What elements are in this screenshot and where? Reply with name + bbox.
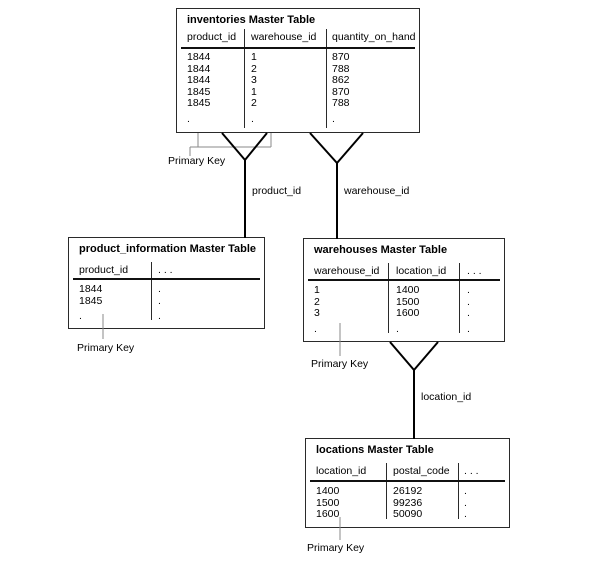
table-cell: 1500 <box>396 295 420 308</box>
table-cell-ellipsis: . <box>396 322 399 335</box>
warehouses-warehouse-id-column: 1 2 3 . <box>314 284 320 335</box>
table-cell-ellipsis: . <box>158 310 161 323</box>
table-cell-ellipsis: . <box>251 112 254 125</box>
product-id-foreign-key-label: product_id <box>252 185 302 197</box>
locations-postal-code-column: 26192 99236 50090 <box>393 485 423 521</box>
table-cell-ellipsis: . <box>464 485 467 497</box>
inventories-primary-key-label: Primary Key <box>168 155 226 167</box>
table-cell: 1845 <box>187 97 211 110</box>
product-information-other-column: . . . <box>158 283 161 323</box>
column-divider <box>244 29 245 128</box>
table-cell: 862 <box>332 74 350 87</box>
table-cell: 1845 <box>187 85 211 98</box>
table-cell: 1844 <box>187 74 211 87</box>
locations-other-column: . . . <box>464 485 467 521</box>
table-cell: 2 <box>314 295 320 308</box>
header-rule <box>181 47 415 49</box>
table-cell: 1600 <box>396 307 420 320</box>
warehouses-table-title: warehouses Master Table <box>314 244 448 256</box>
warehouses-column-header-ellipsis: . . . <box>467 265 482 277</box>
table-cell-ellipsis: . <box>314 322 317 335</box>
column-divider <box>386 463 387 519</box>
table-cell: 1400 <box>396 284 420 296</box>
warehouses-locations-crowfoot-icon <box>389 341 439 372</box>
inventories-table: inventories Master Table product_id ware… <box>176 8 420 133</box>
table-cell: 2 <box>251 97 257 110</box>
inventories-warehouses-crowfoot-icon <box>309 132 364 165</box>
table-cell-ellipsis: . <box>467 307 470 320</box>
locations-table-title: locations Master Table <box>316 444 434 456</box>
table-cell-ellipsis: . <box>467 295 470 308</box>
locations-column-header-ellipsis: . . . <box>464 465 479 477</box>
table-cell: 1 <box>251 85 257 98</box>
header-rule <box>73 278 260 280</box>
warehouses-table: warehouses Master Table warehouse_id loc… <box>303 238 505 342</box>
table-cell: 2 <box>251 62 257 75</box>
inventories-column-header-product-id: product_id <box>187 31 237 43</box>
table-cell: 50090 <box>393 508 423 521</box>
inventories-column-header-quantity-on-hand: quantity_on_hand <box>332 31 416 43</box>
product-information-product-id-column: 1844 1845 . <box>79 283 103 323</box>
table-cell-ellipsis: . <box>467 284 470 296</box>
warehouses-column-header-warehouse-id: warehouse_id <box>314 265 380 277</box>
warehouses-column-header-location-id: location_id <box>396 265 447 277</box>
product-information-table-title: product_information Master Table <box>79 243 257 255</box>
inventories-table-title: inventories Master Table <box>187 14 316 26</box>
column-divider <box>326 29 327 128</box>
table-cell: 1400 <box>316 485 340 497</box>
product-information-column-header-product-id: product_id <box>79 264 129 276</box>
product-information-column-header-ellipsis: . . . <box>158 264 173 276</box>
table-cell-ellipsis: . <box>467 322 470 335</box>
column-divider <box>388 263 389 333</box>
table-cell: 1500 <box>316 496 340 509</box>
warehouses-other-column: . . . . <box>467 284 470 335</box>
table-cell: 3 <box>251 74 257 87</box>
column-divider <box>459 263 460 333</box>
table-cell: 870 <box>332 51 350 63</box>
inventories-product-information-crowfoot-icon <box>221 132 268 162</box>
table-cell: 870 <box>332 85 350 98</box>
inventories-quantity-on-hand-column: 870 788 862 870 788 . <box>332 51 350 126</box>
table-cell: 99236 <box>393 496 423 509</box>
table-cell-ellipsis: . <box>464 508 467 521</box>
table-cell: 1 <box>251 51 257 63</box>
table-cell-ellipsis: . <box>187 112 190 125</box>
table-cell-ellipsis: . <box>158 294 161 307</box>
table-cell: 1844 <box>79 283 103 295</box>
table-cell: 1600 <box>316 508 340 521</box>
warehouses-location-id-column: 1400 1500 1600 . <box>396 284 420 335</box>
locations-column-header-postal-code: postal_code <box>393 465 450 477</box>
locations-column-header-location-id: location_id <box>316 465 367 477</box>
table-cell-ellipsis: . <box>332 112 335 125</box>
table-cell-ellipsis: . <box>464 496 467 509</box>
warehouse-id-foreign-key-label: warehouse_id <box>344 185 410 197</box>
header-rule <box>308 279 500 281</box>
table-cell: 788 <box>332 97 350 110</box>
column-divider <box>458 463 459 519</box>
table-cell: 1844 <box>187 62 211 75</box>
table-cell-ellipsis: . <box>79 310 82 323</box>
table-cell: 788 <box>332 62 350 75</box>
column-divider <box>151 262 152 320</box>
table-cell: 26192 <box>393 485 423 497</box>
locations-location-id-column: 1400 1500 1600 <box>316 485 340 521</box>
location-id-foreign-key-label: location_id <box>421 391 472 403</box>
inventories-warehouse-id-column: 1 2 3 1 2 . <box>251 51 257 126</box>
inventories-column-header-warehouse-id: warehouse_id <box>251 31 317 43</box>
table-cell: 3 <box>314 307 320 320</box>
locations-table: locations Master Table location_id posta… <box>305 438 510 528</box>
product-information-table: product_information Master Table product… <box>68 237 265 329</box>
table-cell: 1845 <box>79 294 103 307</box>
warehouses-primary-key-label: Primary Key <box>311 358 369 370</box>
locations-primary-key-label: Primary Key <box>307 542 365 554</box>
header-rule <box>310 480 505 482</box>
product-information-primary-key-label: Primary Key <box>77 342 135 354</box>
table-cell: 1844 <box>187 51 211 63</box>
table-cell-ellipsis: . <box>158 283 161 295</box>
inventories-product-id-column: 1844 1844 1844 1845 1845 . <box>187 51 211 126</box>
table-cell: 1 <box>314 284 320 296</box>
inventories-composite-key-bracket <box>189 133 272 156</box>
